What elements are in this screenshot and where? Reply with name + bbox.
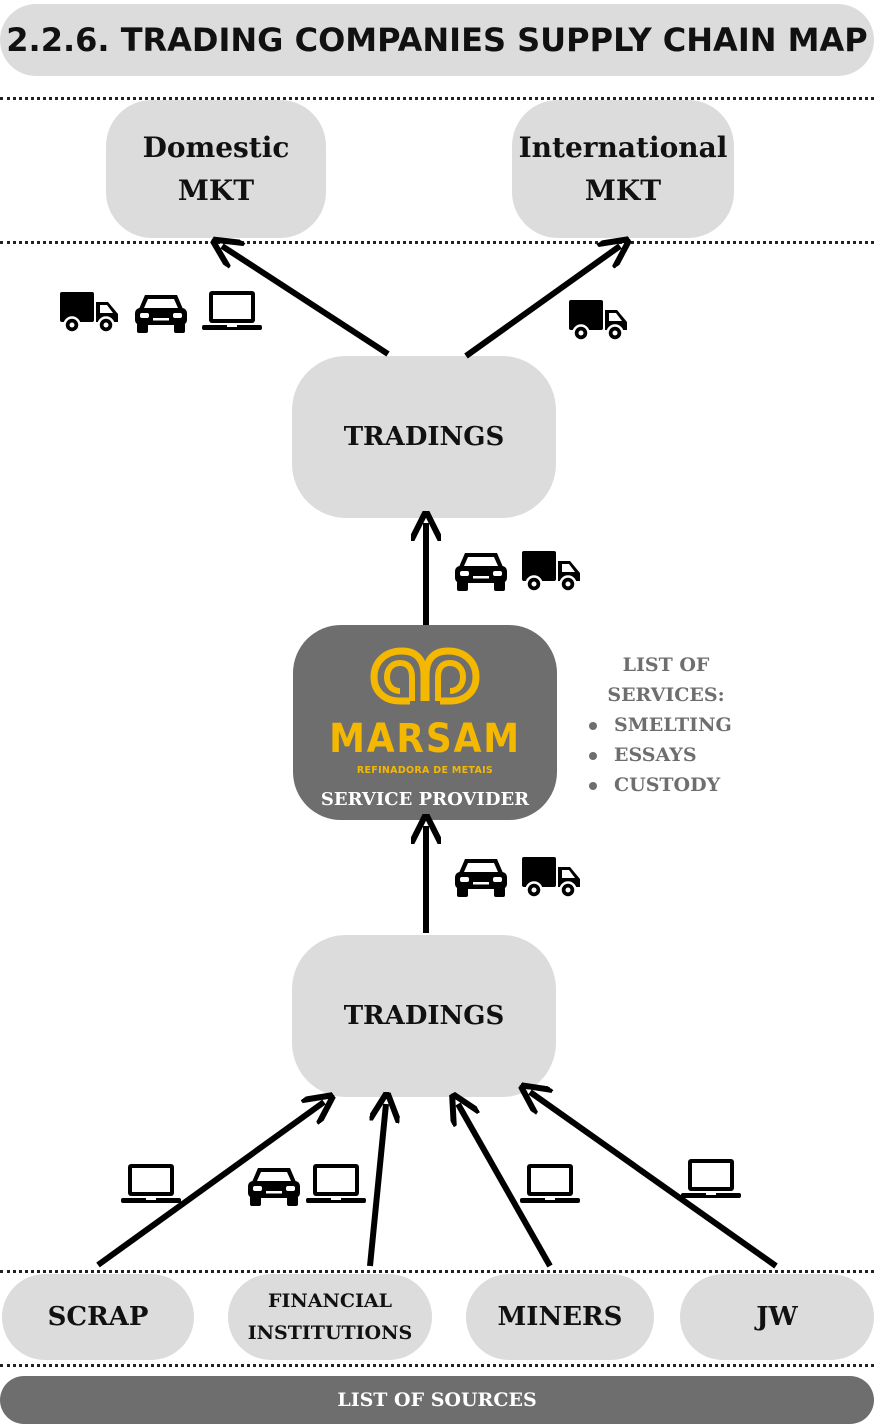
divider-markets (0, 241, 874, 244)
arrow-from-financial (367, 1104, 386, 1267)
tradings-top-box: TRADINGS (292, 356, 556, 518)
service-item: SMELTING (585, 710, 745, 740)
international-market-box: International MKT (512, 100, 734, 238)
car-icon (246, 1164, 302, 1208)
truck-icon (60, 290, 120, 334)
divider-top (0, 97, 874, 100)
service-item: CUSTODY (585, 770, 745, 800)
laptop-icon (202, 289, 262, 333)
car-icon (453, 549, 509, 593)
source-scrap: SCRAP (2, 1274, 194, 1360)
service-provider-box: MARSAM REFINADORA DE METAIS SERVICE PROV… (293, 625, 557, 820)
truck-icon (569, 298, 629, 342)
marsam-logo-subtitle: REFINADORA DE METAIS (356, 765, 494, 776)
arrow-from-scrap (96, 1102, 324, 1268)
marsam-logo-icon (370, 647, 480, 705)
laptop-icon (520, 1162, 580, 1206)
laptop-icon (681, 1157, 741, 1201)
page-title: 2.2.6. TRADING COMPANIES SUPPLY CHAIN MA… (0, 4, 874, 76)
laptop-icon (121, 1162, 181, 1206)
car-icon (453, 855, 509, 899)
domestic-market-box: Domestic MKT (106, 100, 326, 238)
divider-sources (0, 1270, 874, 1273)
service-provider-label: SERVICE PROVIDER (320, 789, 530, 810)
source-jw: JW (680, 1274, 874, 1360)
service-item: ESSAYS (585, 740, 745, 770)
source-miners: MINERS (466, 1274, 654, 1360)
laptop-icon (306, 1162, 366, 1206)
arrow-to-international (464, 246, 620, 359)
arrow-from-jw (530, 1092, 778, 1269)
services-list: LIST OF SERVICES: SMELTING ESSAYS CUSTOD… (585, 650, 745, 800)
list-of-sources-bar: LIST OF SOURCES (0, 1376, 874, 1424)
marsam-logo-name: MARSAM (329, 716, 521, 762)
car-icon (133, 291, 189, 335)
arrow-to-domestic (222, 246, 390, 357)
source-financial-institutions: FINANCIAL INSTITUTIONS (228, 1274, 432, 1360)
services-heading: LIST OF SERVICES: (607, 654, 725, 706)
arrow-from-miners (458, 1104, 553, 1268)
tradings-bottom-box: TRADINGS (292, 935, 556, 1097)
truck-icon (522, 549, 582, 593)
divider-bottom (0, 1364, 874, 1367)
truck-icon (522, 855, 582, 899)
